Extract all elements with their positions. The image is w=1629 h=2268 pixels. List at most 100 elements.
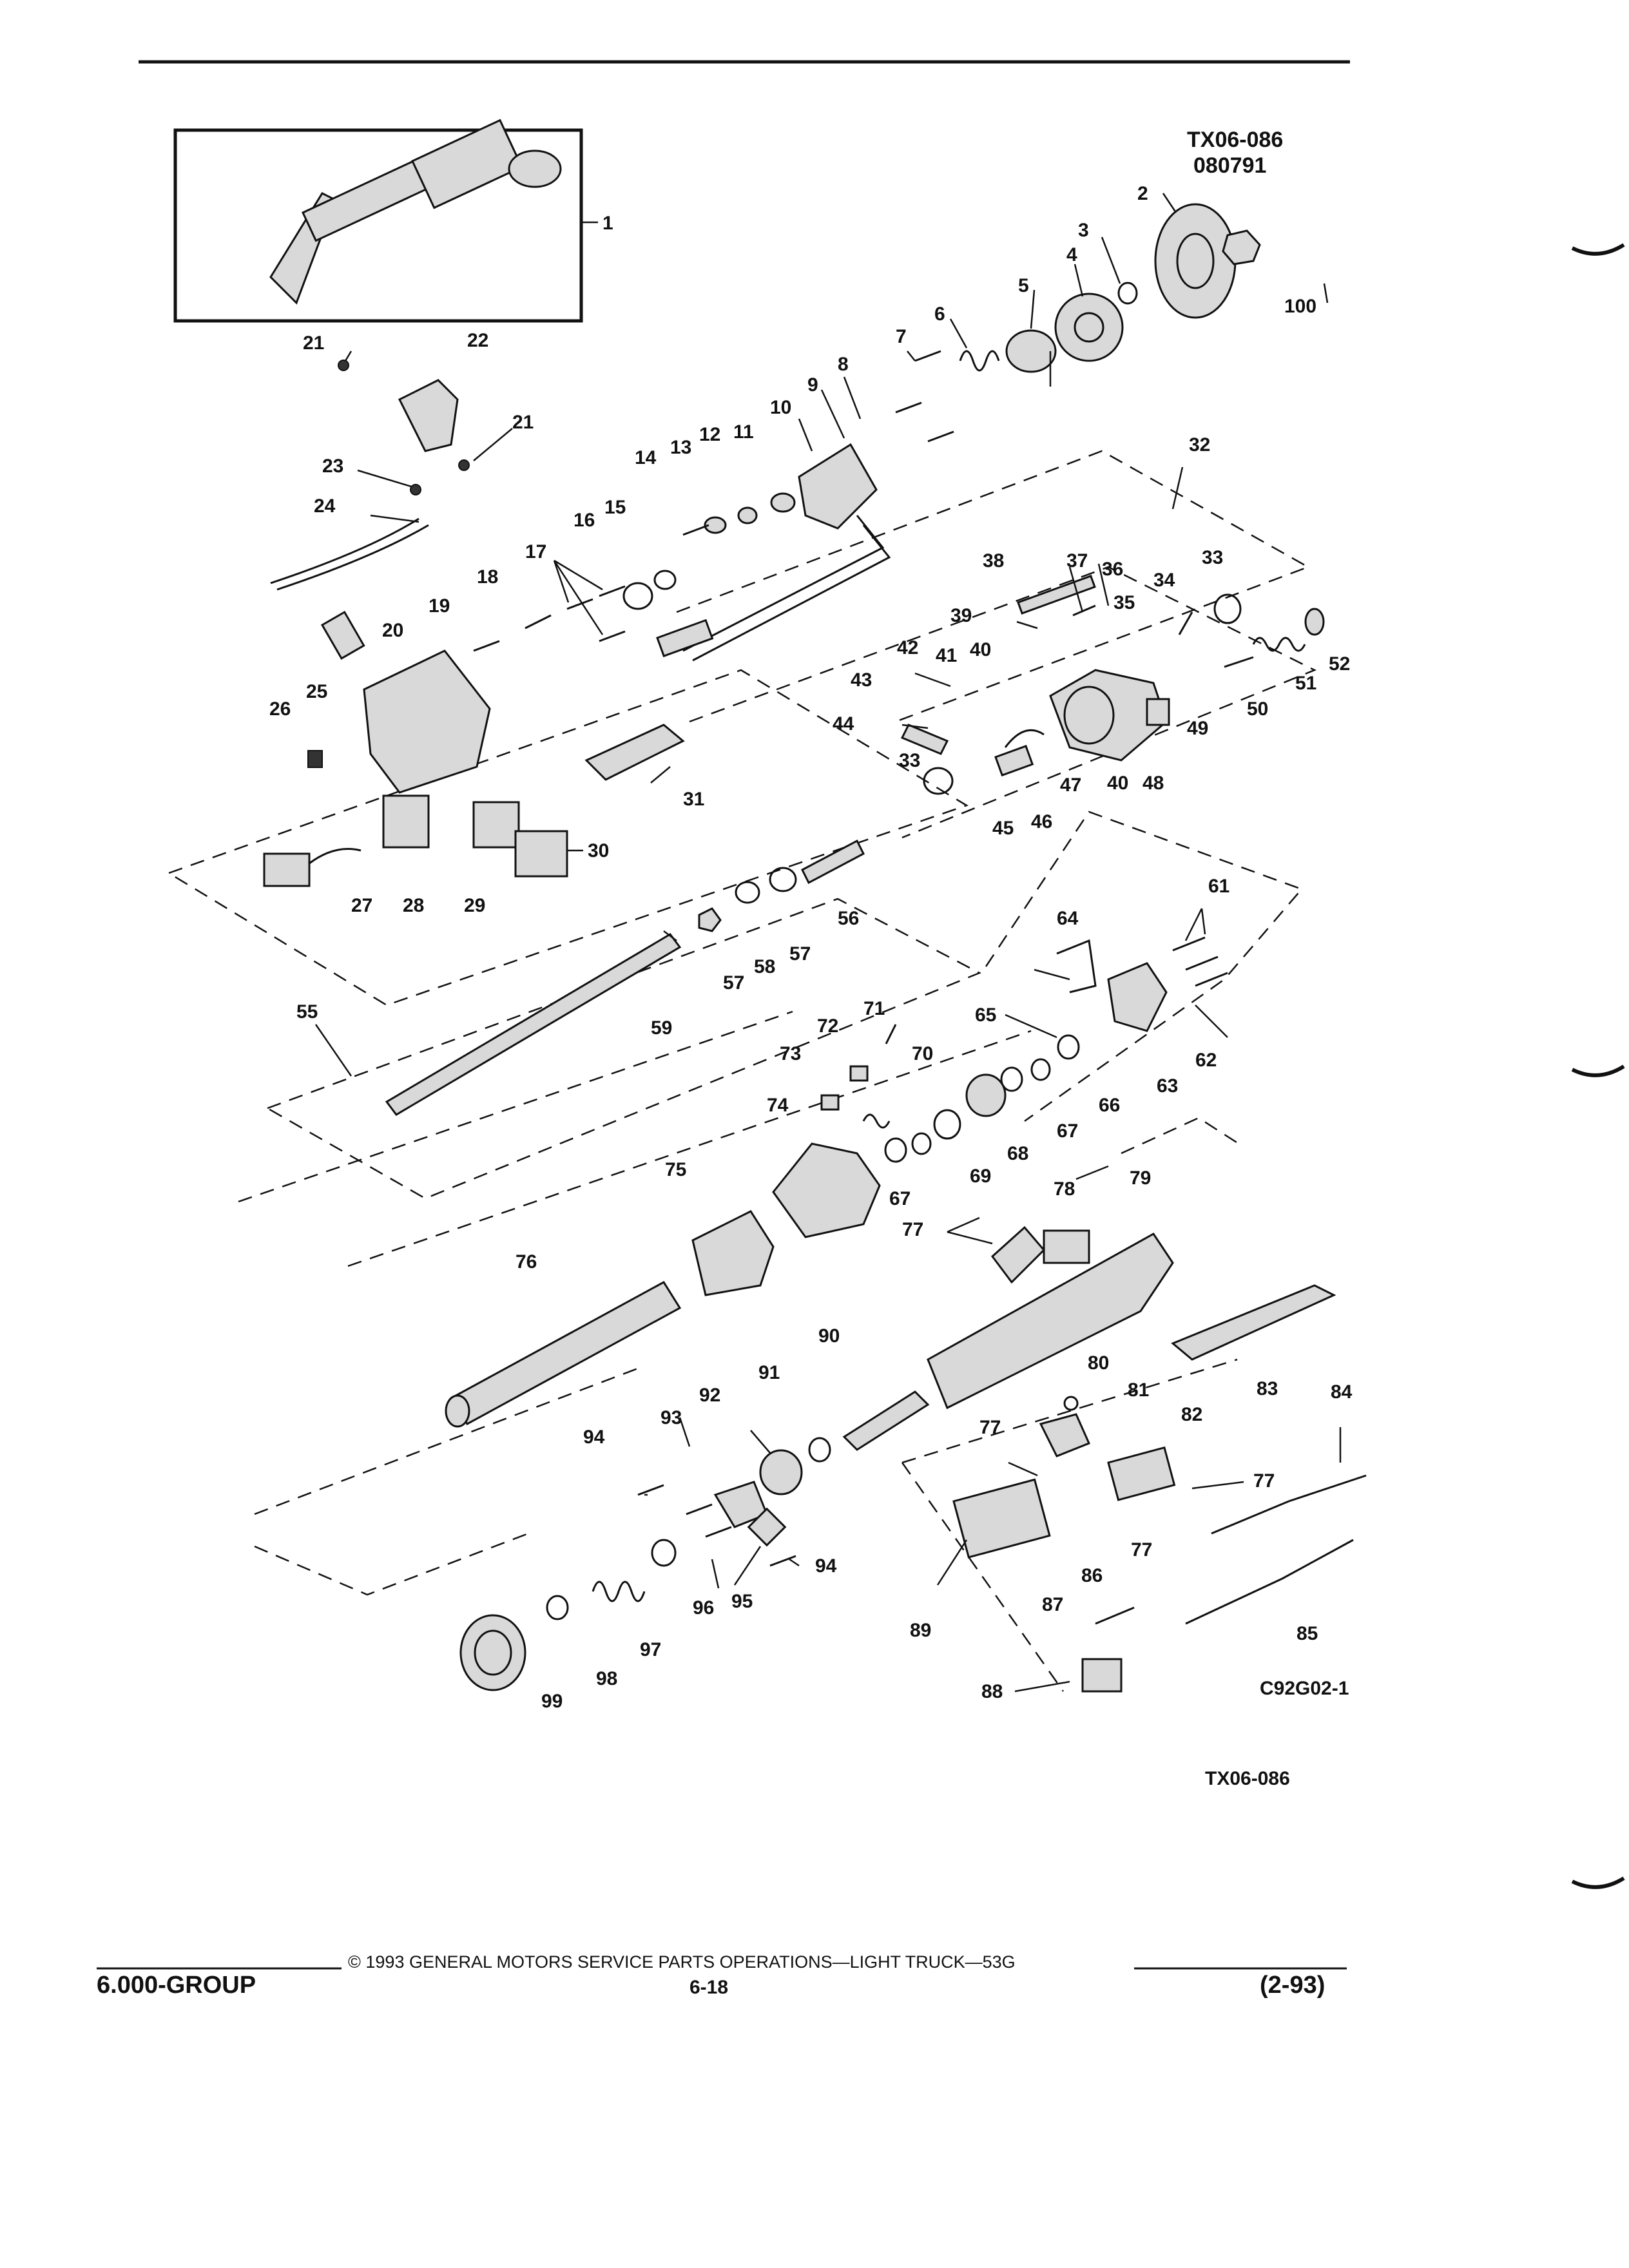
label-74: 74 <box>767 1095 789 1116</box>
label-87: 87 <box>1042 1594 1063 1615</box>
label-43: 43 <box>851 669 872 691</box>
label-48: 48 <box>1142 773 1164 794</box>
label-92: 92 <box>699 1385 720 1406</box>
label-20: 20 <box>382 620 403 641</box>
label-13: 13 <box>670 437 691 458</box>
label-77-top: 77 <box>902 1219 923 1240</box>
label-96: 96 <box>693 1597 714 1619</box>
label-36: 36 <box>1102 559 1123 580</box>
label-63: 63 <box>1157 1075 1178 1097</box>
label-23: 23 <box>322 456 343 477</box>
label-44: 44 <box>833 713 854 735</box>
label-78: 78 <box>1054 1178 1075 1200</box>
label-21-top: 21 <box>303 332 324 354</box>
label-71: 71 <box>863 998 885 1019</box>
label-79: 79 <box>1130 1168 1151 1189</box>
label-77-right: 77 <box>1253 1470 1275 1492</box>
label-94-left: 94 <box>583 1427 605 1448</box>
label-11: 11 <box>733 421 754 443</box>
label-17: 17 <box>525 541 546 562</box>
label-84: 84 <box>1331 1381 1353 1403</box>
label-38: 38 <box>983 550 1004 572</box>
callout-labels: 1 2 3 4 5 6 7 8 9 10 11 12 13 14 15 16 1… <box>269 183 1353 1712</box>
footer-group: 6.000-GROUP <box>97 1972 256 1999</box>
label-86: 86 <box>1081 1565 1103 1586</box>
footer-date: (2-93) <box>1260 1972 1325 1999</box>
label-33-mid: 33 <box>899 750 920 771</box>
label-14: 14 <box>635 447 657 468</box>
label-99: 99 <box>541 1691 563 1712</box>
label-3: 3 <box>1078 220 1089 241</box>
label-65: 65 <box>975 1004 996 1026</box>
label-70: 70 <box>912 1043 933 1064</box>
label-98: 98 <box>596 1668 617 1689</box>
label-16: 16 <box>574 510 595 531</box>
label-100: 100 <box>1284 296 1316 317</box>
label-81: 81 <box>1128 1379 1149 1401</box>
margin-mark-1 <box>1571 243 1625 256</box>
label-57-left: 57 <box>723 972 744 994</box>
label-31: 31 <box>683 789 704 810</box>
label-25: 25 <box>306 681 327 702</box>
label-22: 22 <box>467 330 488 351</box>
label-91: 91 <box>758 1362 780 1383</box>
label-85: 85 <box>1296 1623 1318 1644</box>
label-21-right: 21 <box>512 412 534 433</box>
label-58: 58 <box>754 956 775 977</box>
label-82: 82 <box>1181 1404 1202 1425</box>
label-10: 10 <box>770 397 791 418</box>
label-7: 7 <box>896 326 907 347</box>
label-49: 49 <box>1187 718 1208 739</box>
label-19: 19 <box>429 595 450 617</box>
label-46: 46 <box>1031 811 1052 832</box>
label-76: 76 <box>516 1251 537 1273</box>
label-59: 59 <box>651 1017 672 1039</box>
label-77-mid: 77 <box>979 1417 1001 1438</box>
label-28: 28 <box>403 895 424 916</box>
label-95: 95 <box>731 1591 753 1612</box>
label-33-top: 33 <box>1202 547 1223 568</box>
label-32: 32 <box>1189 434 1210 456</box>
label-2: 2 <box>1137 183 1148 204</box>
label-41: 41 <box>936 645 957 666</box>
label-64: 64 <box>1057 908 1079 929</box>
label-67-right: 67 <box>1057 1120 1078 1142</box>
label-37: 37 <box>1066 550 1088 572</box>
label-47: 47 <box>1060 774 1081 796</box>
label-73: 73 <box>780 1043 801 1064</box>
label-45: 45 <box>992 818 1014 839</box>
label-69: 69 <box>970 1166 991 1187</box>
label-40-bottom: 40 <box>1107 773 1128 794</box>
label-77-low: 77 <box>1131 1539 1152 1561</box>
label-24: 24 <box>314 495 336 517</box>
label-90: 90 <box>818 1325 840 1347</box>
label-8: 8 <box>838 354 849 375</box>
label-27: 27 <box>351 895 372 916</box>
label-93: 93 <box>660 1407 682 1428</box>
label-5: 5 <box>1018 275 1029 296</box>
leader-lines <box>314 193 1342 1693</box>
header-code: TX06-086 <box>1187 128 1283 152</box>
header-date: 080791 <box>1193 153 1266 178</box>
label-1: 1 <box>602 213 613 234</box>
label-56: 56 <box>838 908 859 929</box>
label-12: 12 <box>699 424 720 445</box>
part-shapes <box>263 203 1367 1693</box>
group-outlines <box>167 450 1317 1692</box>
margin-mark-2 <box>1571 1064 1625 1077</box>
figure-ref: TX06-086 <box>1205 1768 1290 1789</box>
label-40-top: 40 <box>970 639 991 660</box>
label-6: 6 <box>934 303 945 325</box>
label-18: 18 <box>477 566 498 588</box>
footer-page: 6-18 <box>689 1977 729 1998</box>
margin-mark-3 <box>1571 1876 1625 1889</box>
label-62: 62 <box>1195 1050 1217 1071</box>
label-68: 68 <box>1007 1143 1028 1164</box>
label-61: 61 <box>1208 876 1229 897</box>
label-57-right: 57 <box>789 943 811 965</box>
inset-assembly <box>173 119 598 323</box>
label-52: 52 <box>1329 653 1350 675</box>
footer-copyright: © 1993 GENERAL MOTORS SERVICE PARTS OPER… <box>348 1952 1016 1972</box>
label-42: 42 <box>897 637 918 658</box>
